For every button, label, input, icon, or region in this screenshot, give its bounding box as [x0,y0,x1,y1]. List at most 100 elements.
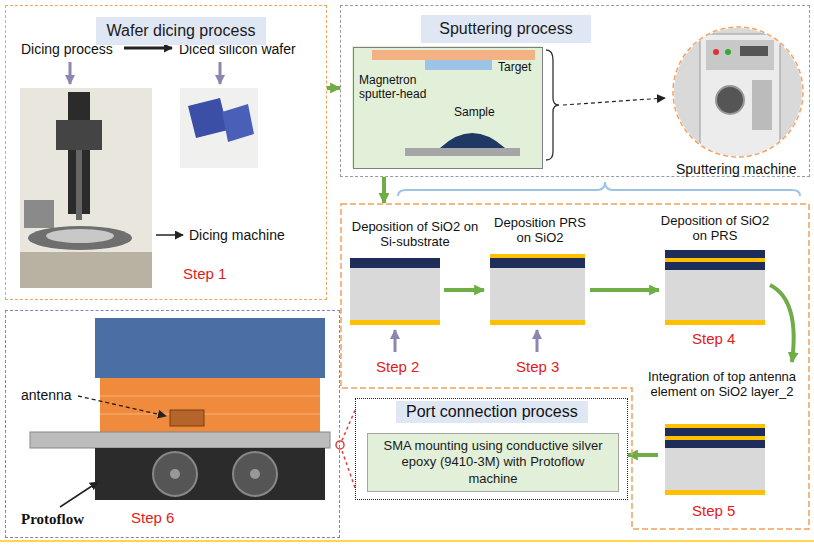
sputter-head [372,50,535,60]
sio2-layer [665,428,765,436]
sio2-layer [665,440,765,448]
brace [398,182,800,196]
fan-hub [250,469,260,479]
connector-line [340,445,355,488]
photo-label: Dicing machine [189,227,285,244]
machine-part [24,200,54,228]
si-substrate [350,268,440,320]
panel-title-text: Wafer dicing process [107,22,256,40]
sample-dome [440,133,505,148]
oven-window [100,378,320,432]
step-label: Step 5 [692,502,735,520]
panel-title-text: Sputtering process [439,20,572,38]
antenna-sample [170,410,204,426]
machine-head [56,120,102,150]
step-label: Step 1 [183,265,226,283]
ground-layer [665,490,765,495]
step-caption: Deposition of SiO2 on Si-substrate [344,220,486,250]
fan [153,452,197,496]
flow-arrow [327,87,340,88]
photo-label: Protoflow [19,511,86,528]
connector-line [327,86,340,90]
prs-layer [665,436,765,440]
step-arrow [444,288,484,292]
leader-arrow [156,234,183,236]
up-arrow [536,330,539,352]
down-arrow [69,62,72,84]
process-box: SMA mounting using conductive silver epo… [367,433,619,492]
sio2-layer [350,258,440,268]
photo-label: Sputtering machine [676,161,797,178]
heater-line [100,396,320,397]
leader-arrow [60,482,98,507]
step-arrow [590,288,659,292]
step-arrow [770,285,794,362]
flow-arrow [124,47,172,50]
down-arrow [219,62,222,84]
part-label: Sample [454,106,495,120]
process-panel: Port connection processSMA mounting usin… [355,398,628,500]
ground-layer [350,320,440,325]
indicator [713,49,719,55]
leader-arrow [563,98,665,105]
flow-arrow [383,177,384,203]
up-arrow [394,330,397,352]
wafer-piece [188,98,228,138]
process-text: SMA mounting using conductive silver epo… [376,438,610,487]
ground-layer [490,320,585,325]
prs-layer [665,258,765,262]
step-label: Step 3 [516,358,559,376]
process-panel: antennaProtoflow Step 6 [5,310,340,538]
si-substrate [665,448,765,490]
step-caption: Deposition of SiO2 on PRS [660,214,770,244]
leader-arrow [78,396,166,416]
step-label: Step 2 [376,358,419,376]
sio2-layer [665,250,765,258]
part-label: Target [498,61,531,75]
connector-line [340,410,355,445]
wafer-chuck [46,229,114,243]
photo-label: antenna [19,387,74,404]
machine-stage [28,226,132,250]
sputter-schematic: TargetMagnetron sputter-headSample [353,47,543,169]
ground-layer [665,320,765,325]
machine-table [20,252,152,288]
photo-ground [670,26,810,161]
panel-title-text: Port connection process [396,401,588,423]
fan-hub [170,469,180,479]
process-panel: Sputtering machine Sputtering processTarg… [340,5,810,177]
panel-title: Sputtering process [421,15,591,43]
bracket [546,50,559,160]
chamber-ground [352,46,542,168]
step-label: Step 4 [692,330,735,348]
part-label: Magnetron sputter-head [359,74,439,102]
oven-body [95,318,325,378]
oven-base [95,448,325,500]
machine-spindle [76,150,82,220]
heater-line [100,414,320,415]
sample-base [405,148,520,156]
photo-frame [673,27,803,157]
fan [233,452,277,496]
step-caption: Deposition PRS on SiO2 [488,216,592,246]
cabinet [700,34,780,158]
panel-title: Wafer dicing process [96,17,266,45]
si-substrate [665,270,765,320]
step-label: Step 6 [129,509,176,527]
chamber-window [716,86,744,114]
bottom-rule [0,540,814,542]
photo-ground [20,88,152,288]
process-panel: Dicing processDiced silicon waferDicing … [5,5,327,300]
control-panel [706,40,774,70]
connector-line [382,177,386,203]
wafer-piece [222,104,254,142]
display [740,46,768,56]
tray [30,432,330,448]
sio2-layer [665,262,765,270]
si-substrate [490,268,585,320]
photo-ground [180,88,258,168]
sio2-layer [490,258,585,268]
zoom-link [336,410,355,488]
prs-layer [490,254,585,258]
panel-outline [341,204,809,529]
